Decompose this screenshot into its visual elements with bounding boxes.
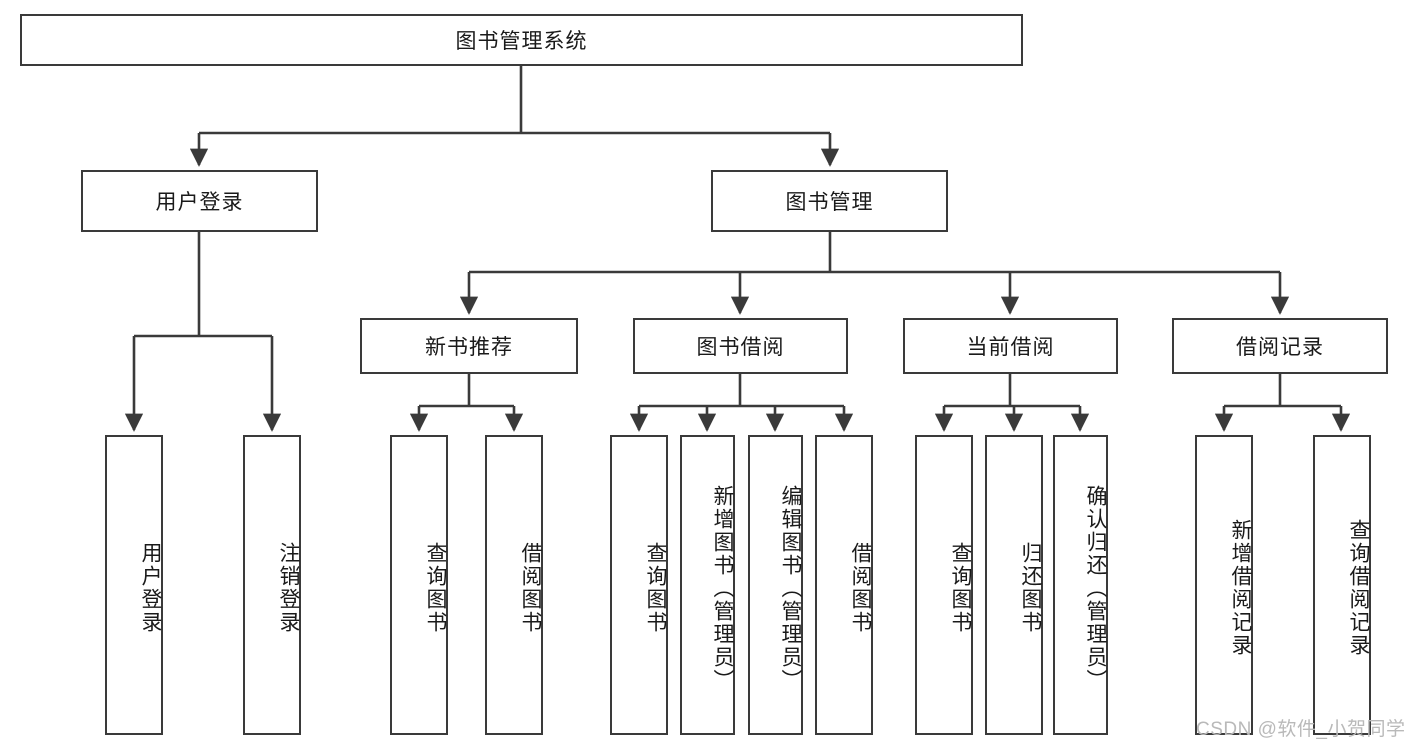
node-user-login-label: 用户登录 [155, 191, 244, 214]
node-book-manage[interactable]: 图书管理 [711, 170, 948, 232]
node-leaf-user-login[interactable]: 用户登录 [105, 435, 163, 735]
node-leaf-confirm-return[interactable]: 确认归还（管理员） [1053, 435, 1108, 735]
node-borrow-record[interactable]: 借阅记录 [1172, 318, 1388, 374]
node-leaf-edit-book-label: 编辑图书（管理员） [779, 484, 802, 692]
node-leaf-confirm-return-label: 确认归还（管理员） [1084, 484, 1107, 692]
node-leaf-query-book-1[interactable]: 查询图书 [390, 435, 448, 735]
node-leaf-borrow-book-2-label: 借阅图书 [849, 542, 872, 634]
node-leaf-borrow-book-1-label: 借阅图书 [519, 542, 542, 634]
node-new-book-rec[interactable]: 新书推荐 [360, 318, 578, 374]
node-leaf-add-book-label: 新增图书（管理员） [711, 484, 734, 692]
node-leaf-query-book-2-label: 查询图书 [644, 542, 667, 634]
node-leaf-return-book[interactable]: 归还图书 [985, 435, 1043, 735]
node-root[interactable]: 图书管理系统 [20, 14, 1023, 66]
node-leaf-add-record[interactable]: 新增借阅记录 [1195, 435, 1253, 735]
node-current-borrow-label: 当前借阅 [966, 336, 1055, 359]
node-leaf-query-book-1-label: 查询图书 [424, 542, 447, 634]
node-leaf-edit-book[interactable]: 编辑图书（管理员） [748, 435, 803, 735]
node-leaf-borrow-book-1[interactable]: 借阅图书 [485, 435, 543, 735]
node-leaf-query-record-label: 查询借阅记录 [1347, 519, 1370, 657]
node-borrow-record-label: 借阅记录 [1236, 336, 1324, 359]
node-new-book-rec-label: 新书推荐 [425, 336, 513, 359]
node-book-borrow-label: 图书借阅 [696, 336, 785, 359]
node-leaf-query-book-3-label: 查询图书 [949, 542, 972, 634]
node-leaf-logout[interactable]: 注销登录 [243, 435, 301, 735]
node-leaf-user-login-label: 用户登录 [139, 542, 162, 634]
node-root-label: 图书管理系统 [455, 30, 588, 53]
node-leaf-add-book[interactable]: 新增图书（管理员） [680, 435, 735, 735]
node-leaf-query-book-3[interactable]: 查询图书 [915, 435, 973, 735]
node-leaf-add-record-label: 新增借阅记录 [1229, 519, 1252, 657]
node-leaf-borrow-book-2[interactable]: 借阅图书 [815, 435, 873, 735]
node-book-borrow[interactable]: 图书借阅 [633, 318, 848, 374]
node-current-borrow[interactable]: 当前借阅 [903, 318, 1118, 374]
node-book-manage-label: 图书管理 [785, 191, 874, 214]
csdn-watermark: CSDN @软件_小贺同学 [1196, 719, 1405, 740]
node-leaf-query-record[interactable]: 查询借阅记录 [1313, 435, 1371, 735]
node-user-login[interactable]: 用户登录 [81, 170, 318, 232]
node-leaf-return-book-label: 归还图书 [1019, 542, 1042, 634]
node-leaf-query-book-2[interactable]: 查询图书 [610, 435, 668, 735]
node-leaf-logout-label: 注销登录 [277, 542, 300, 634]
